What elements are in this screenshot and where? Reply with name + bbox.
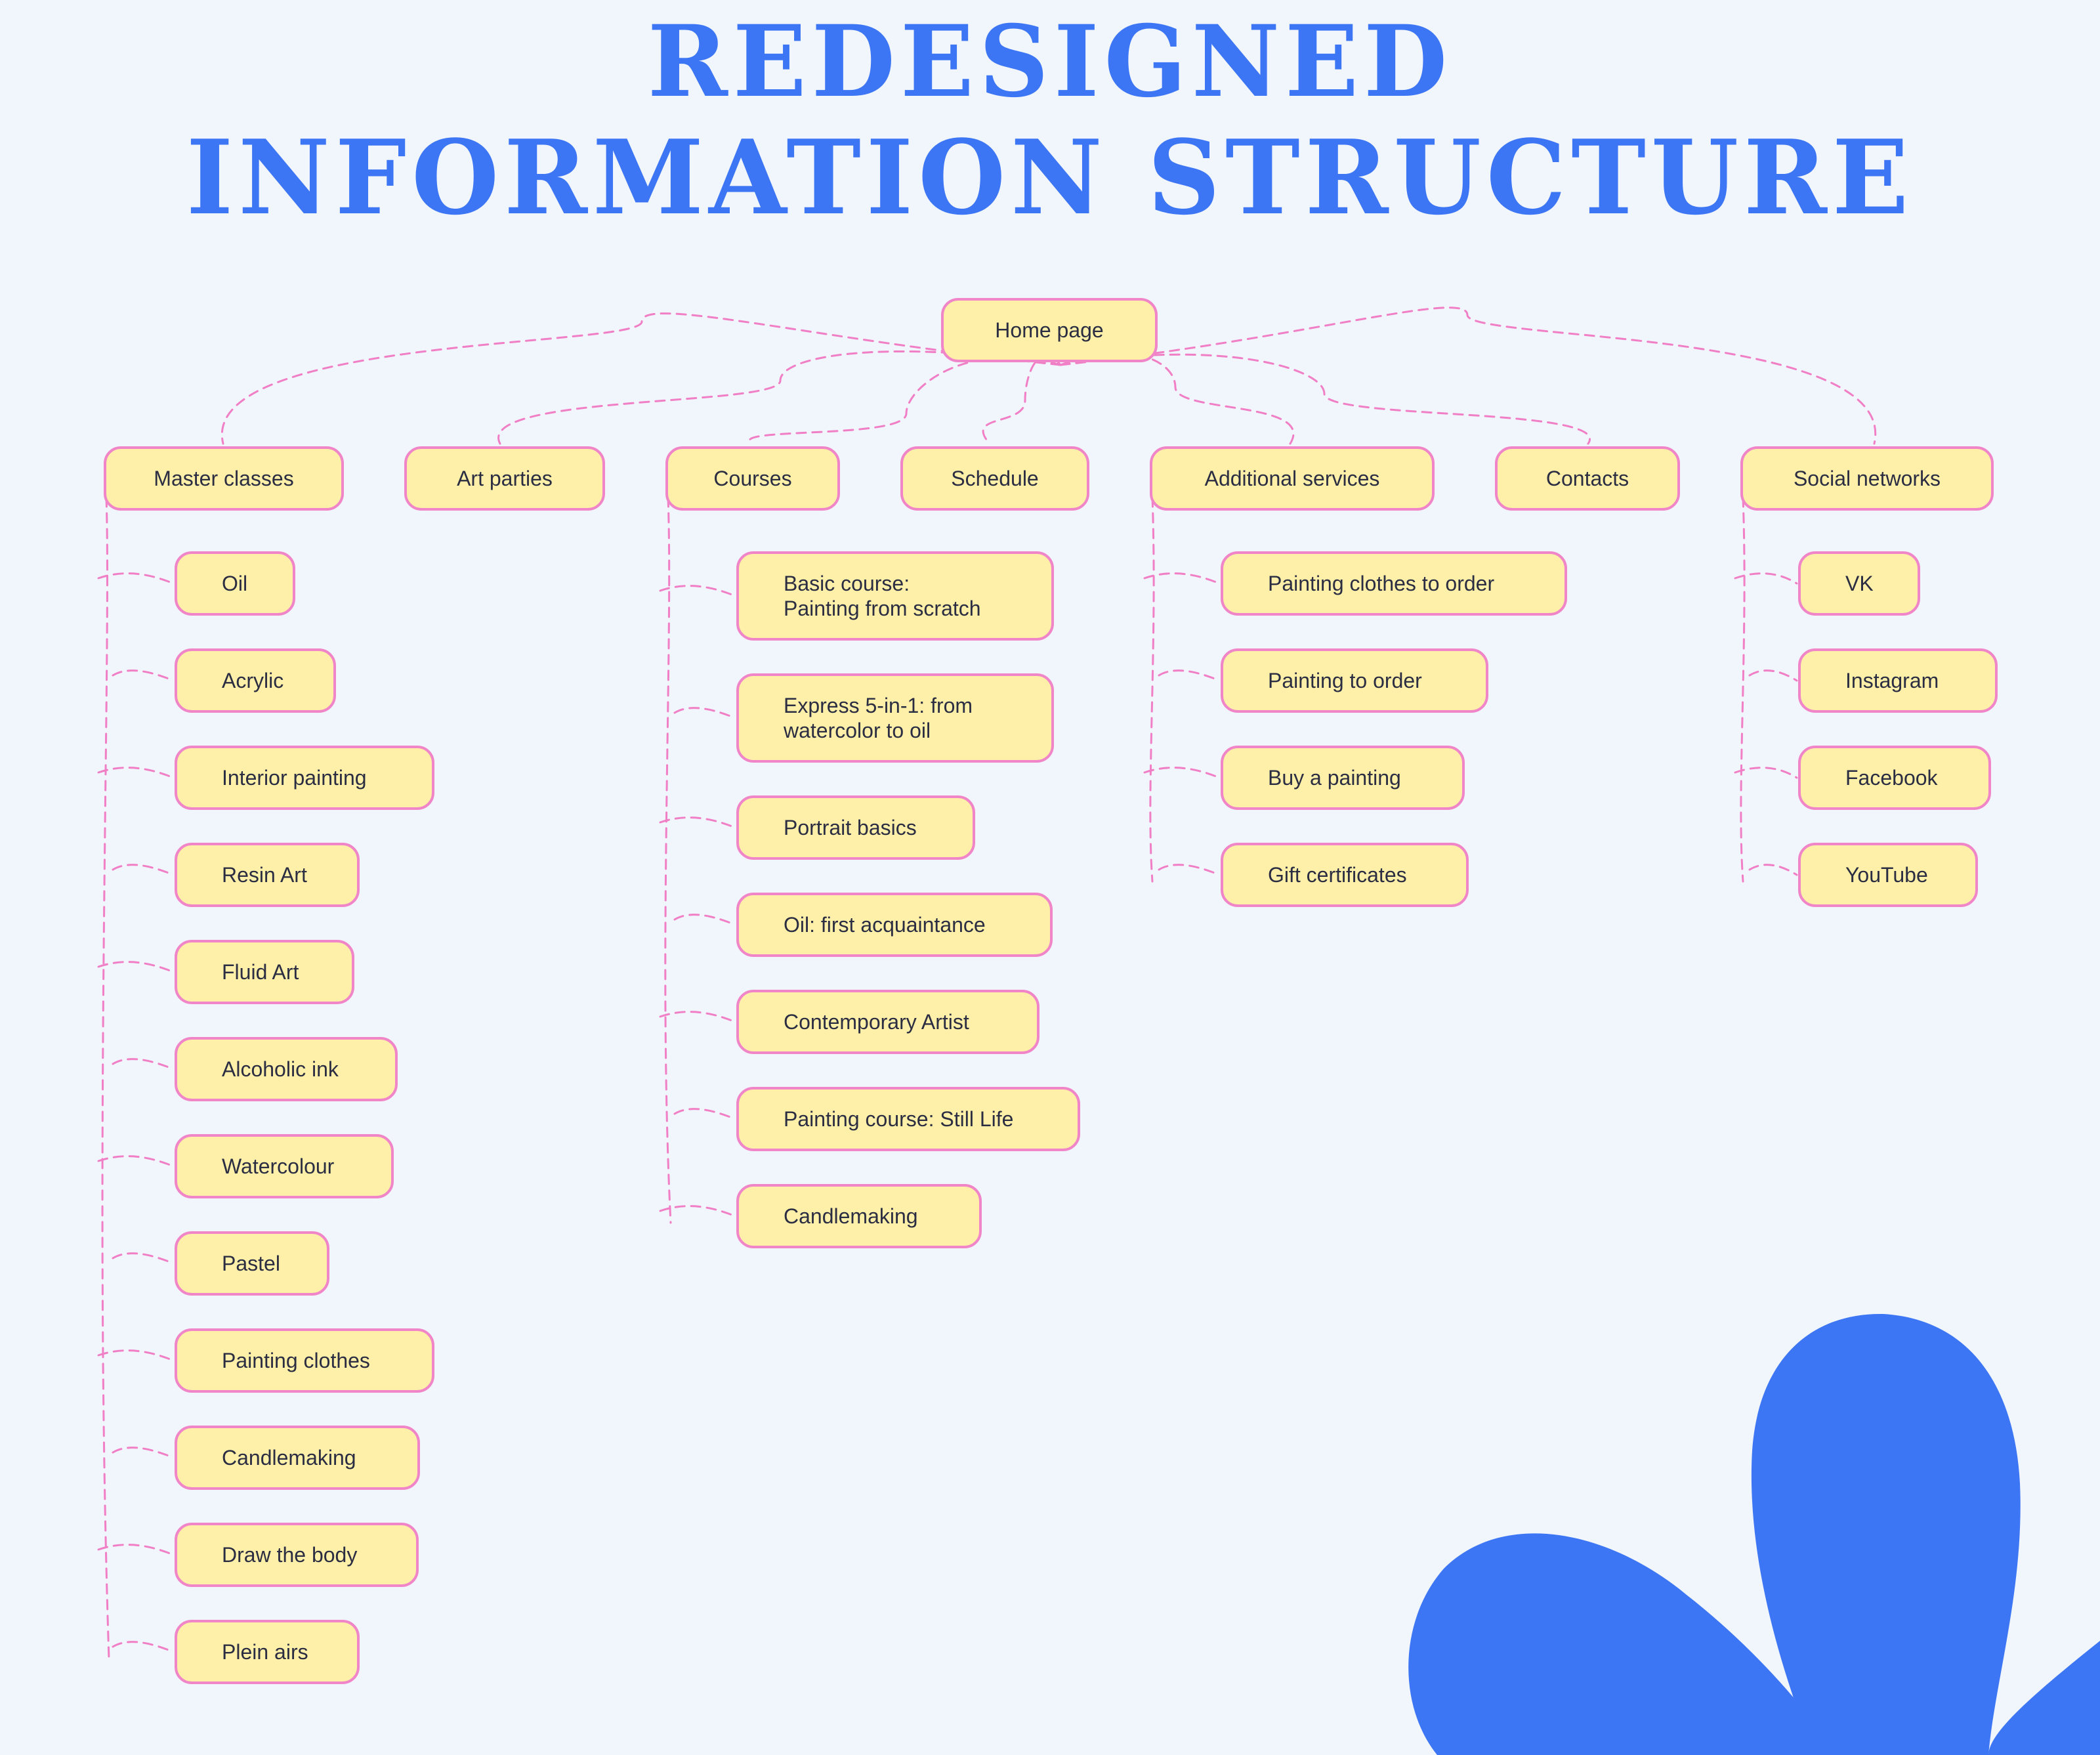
child-courses-5[interactable]: Contemporary Artist [736,990,1040,1054]
branch-courses-2 [673,707,736,719]
branch-additional-services-4 [1158,864,1221,876]
branch-master-classes-7 [97,1155,175,1168]
child-master-classes-9[interactable]: Painting clothes [175,1328,434,1393]
child-master-classes-1[interactable]: Oil [175,551,295,616]
flower-right-petal [1988,1641,2100,1755]
section-social-networks[interactable]: Social networks [1740,446,1994,511]
child-courses-7[interactable]: Candlemaking [736,1184,982,1248]
connector-home-to-social-networks [1059,307,1877,445]
child-social-networks-3[interactable]: Facebook [1798,746,1991,810]
child-additional-services-3[interactable]: Buy a painting [1221,746,1465,810]
child-courses-1[interactable]: Basic course: Painting from scratch [736,551,1054,641]
branch-additional-services-2 [1158,669,1221,682]
branch-master-classes-12 [112,1641,175,1653]
child-master-classes-4[interactable]: Resin Art [175,843,360,907]
child-master-classes-2[interactable]: Acrylic [175,648,336,713]
page-title-line-2: Information structure [186,117,1914,238]
spine-courses [664,496,672,1224]
branch-master-classes-3 [97,767,175,779]
section-contacts[interactable]: Contacts [1495,446,1680,511]
section-schedule[interactable]: Schedule [900,446,1089,511]
connector-home-to-additional-services [1059,352,1295,445]
home-page-node[interactable]: Home page [941,298,1158,362]
branch-courses-7 [659,1205,736,1217]
branch-additional-services-3 [1143,767,1221,779]
child-master-classes-7[interactable]: Watercolour [175,1134,394,1198]
branch-master-classes-1 [97,572,175,585]
child-master-classes-11[interactable]: Draw the body [175,1523,419,1587]
child-courses-4[interactable]: Oil: first acquaintance [736,893,1053,957]
spine-master-classes [101,496,110,1660]
branch-additional-services-1 [1143,572,1221,585]
child-additional-services-4[interactable]: Gift certificates [1221,843,1469,907]
branch-master-classes-8 [112,1252,175,1265]
section-master-classes[interactable]: Master classes [104,446,344,511]
child-additional-services-2[interactable]: Painting to order [1221,648,1488,713]
connector-home-to-contacts [1059,353,1591,445]
branch-master-classes-4 [112,864,175,876]
child-master-classes-10[interactable]: Candlemaking [175,1426,420,1490]
branch-courses-6 [673,1108,736,1120]
connector-home-to-master-classes [220,312,1062,445]
branch-master-classes-5 [97,961,175,973]
child-courses-2[interactable]: Express 5-in-1: from watercolor to oil [736,673,1054,763]
child-master-classes-12[interactable]: Plein airs [175,1620,360,1684]
branch-social-networks-2 [1748,669,1798,682]
section-art-parties[interactable]: Art parties [404,446,605,511]
flower-left-petal [1408,1533,1818,1755]
child-courses-3[interactable]: Portrait basics [736,795,975,860]
spine-additional-services [1149,496,1155,883]
spine-social-networks [1740,496,1746,883]
connector-home-to-schedule [982,354,1062,445]
section-courses[interactable]: Courses [665,446,840,511]
branch-master-classes-11 [97,1544,175,1556]
section-additional-services[interactable]: Additional services [1150,446,1435,511]
branch-social-networks-3 [1734,767,1798,779]
child-master-classes-6[interactable]: Alcoholic ink [175,1037,398,1101]
child-master-classes-5[interactable]: Fluid Art [175,940,354,1004]
branch-master-classes-6 [112,1058,175,1070]
child-master-classes-3[interactable]: Interior painting [175,746,434,810]
branch-social-networks-1 [1734,572,1798,585]
branch-courses-3 [659,816,736,829]
branch-master-classes-9 [97,1349,175,1362]
child-additional-services-1[interactable]: Painting clothes to order [1221,551,1567,616]
page-title-line-1: Redesigned [647,4,1453,119]
branch-master-classes-10 [112,1447,175,1459]
branch-courses-5 [659,1011,736,1023]
child-social-networks-4[interactable]: YouTube [1798,843,1978,907]
branch-courses-1 [659,585,736,597]
child-social-networks-1[interactable]: VK [1798,551,1920,616]
branch-master-classes-2 [112,669,175,682]
branch-courses-4 [673,914,736,926]
child-social-networks-2[interactable]: Instagram [1798,648,1998,713]
branch-social-networks-4 [1748,864,1798,876]
child-master-classes-8[interactable]: Pastel [175,1231,329,1296]
connector-home-to-art-parties [497,350,1062,445]
flower-top-petal [1751,1313,2021,1755]
connector-home-to-courses [748,356,1062,445]
child-courses-6[interactable]: Painting course: Still Life [736,1087,1080,1151]
